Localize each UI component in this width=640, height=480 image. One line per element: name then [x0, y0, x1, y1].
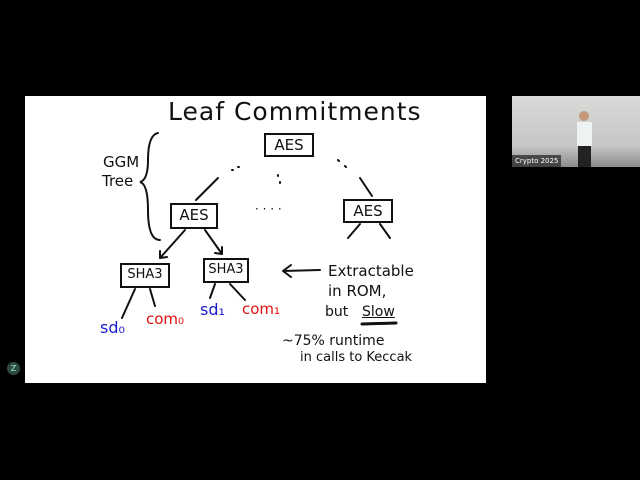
participant-icon[interactable]: Z [7, 362, 20, 375]
presentation-slide [25, 96, 486, 383]
ggm-label: GGM [103, 153, 140, 171]
edge-root-right [359, 177, 373, 197]
speaker-video[interactable]: Crypto 2025 [512, 96, 640, 167]
speaker-figure [577, 111, 592, 167]
ggm-brace [139, 132, 161, 241]
edge-sha-right [209, 283, 246, 301]
sd1-label: sd₁ [200, 300, 225, 319]
sha3-right-node: SHA3 [203, 258, 249, 283]
edge-sha-left [121, 288, 156, 319]
edge-mid-right [347, 223, 391, 239]
mid-right-aes-node: AES [343, 199, 393, 223]
com1-label: com₁ [242, 300, 281, 318]
slide-title: Leaf Commitments [168, 97, 422, 126]
com0-label: com₀ [146, 310, 185, 328]
mid-left-aes-node: AES [170, 203, 218, 229]
sha3-left-node: SHA3 [120, 263, 170, 288]
dots [231, 159, 347, 184]
root-aes-node: AES [264, 133, 314, 157]
edge-mid-left-b [204, 229, 223, 255]
note-keccak: in calls to Keccak [300, 350, 413, 365]
ellipsis: · · · · [255, 202, 282, 216]
note-runtime: ~75% runtime [282, 333, 385, 349]
note-extractable: Extractable [328, 262, 414, 280]
tree-label: Tree [102, 172, 134, 190]
sd0-label: sd₀ [100, 318, 125, 337]
note-but: but [325, 304, 349, 320]
note-slow: Slow [362, 304, 395, 320]
slow-underline [360, 321, 398, 326]
note-in-rom: in ROM, [328, 282, 387, 300]
camera-label: Crypto 2025 [512, 155, 562, 167]
pointer-arrow [282, 264, 321, 278]
edge-mid-left-a [159, 229, 186, 259]
edge-root-left [195, 177, 219, 201]
